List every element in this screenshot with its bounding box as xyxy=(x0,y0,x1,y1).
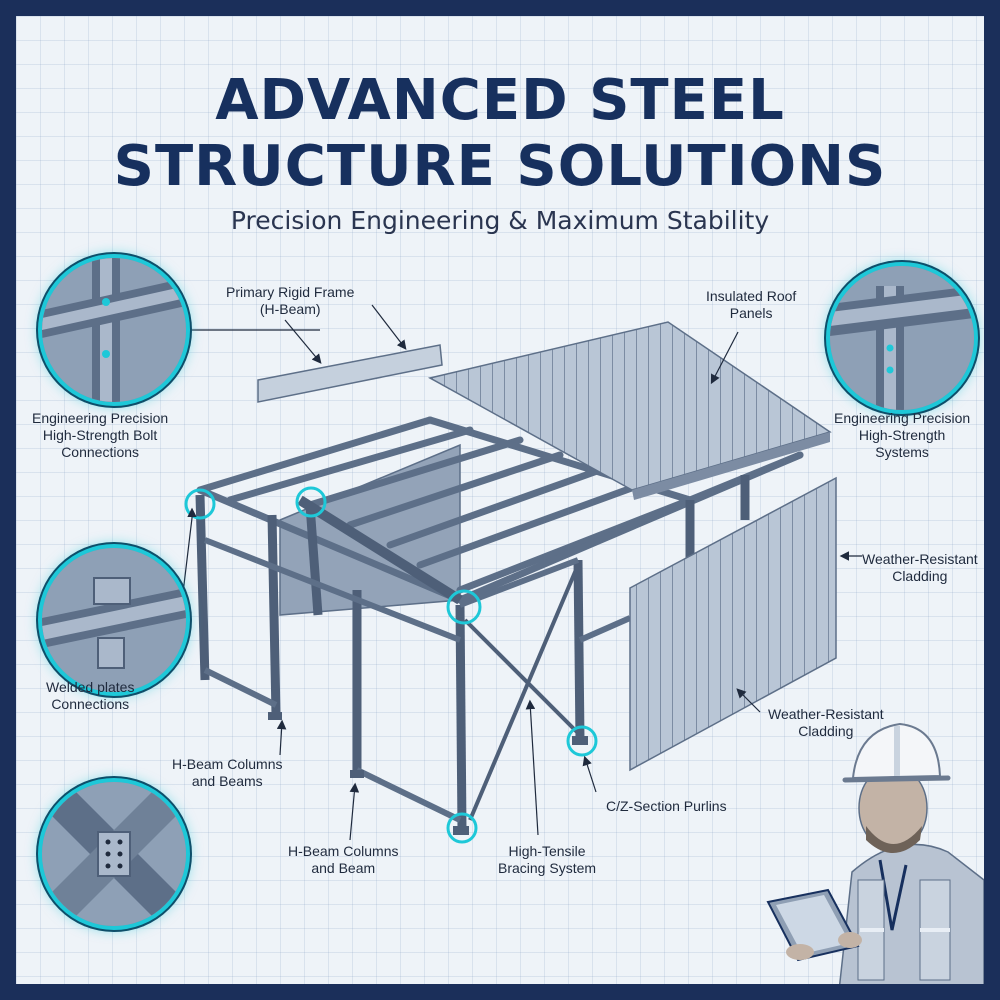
steel-structure-illustration xyxy=(160,304,984,984)
label-purlins: C/Z-Section Purlins xyxy=(606,798,727,814)
wall-girts xyxy=(203,537,632,823)
bracing-system xyxy=(463,564,582,821)
splice-plate-detail xyxy=(38,778,190,930)
high-strength-detail xyxy=(826,262,978,414)
title-line-2: STRUCTURE SOLUTIONS xyxy=(113,134,887,199)
subtitle: Precision Engineering & Maximum Stabilit… xyxy=(230,206,770,235)
welded-plates-detail xyxy=(38,544,190,696)
highlight-markers xyxy=(184,486,598,844)
engineer-figure xyxy=(838,765,984,984)
title-line-1: ADVANCED STEEL xyxy=(215,68,785,133)
primary-rigid-frame xyxy=(257,344,463,605)
label-primary-frame: Primary Rigid Frame(H-Beam) xyxy=(226,284,355,317)
cladding-panel xyxy=(629,476,837,772)
diagram-frame: ADVANCED STEEL STRUCTURE SOLUTIONS Preci… xyxy=(16,16,984,984)
base-plates xyxy=(268,712,588,835)
hard-hat-icon xyxy=(842,722,951,783)
tablet-icon xyxy=(766,888,862,962)
insulated-roof-panel xyxy=(427,321,832,500)
bolt-connection-detail xyxy=(38,254,190,406)
